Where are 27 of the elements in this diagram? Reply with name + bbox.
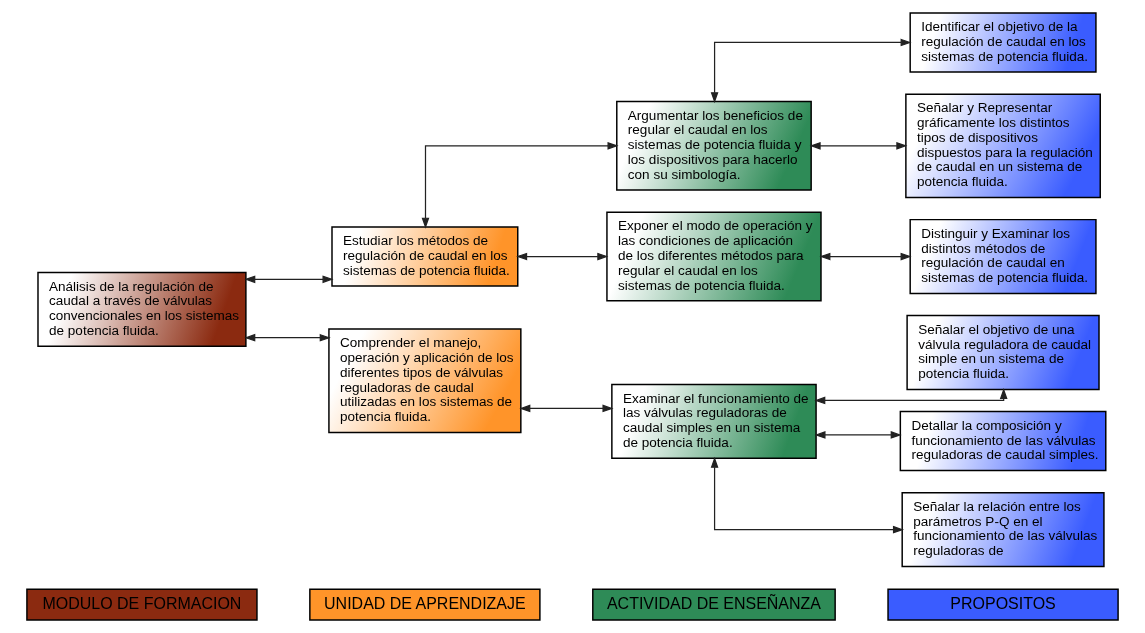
arrow	[710, 38, 912, 104]
arrow	[244, 333, 331, 342]
arrow	[814, 431, 902, 439]
node-box: Análisis de la regulación de caudal a través de válvulas convencionales en los sistemas de potencia fluida.	[37, 271, 247, 348]
node-box: Comprender el manejo, operación y aplicación de los diferentes tipos de válvulas reguladoras de caudal utilizadas en los sistemas de potencia fluida.	[328, 328, 522, 434]
node-box: Señalar la relación entre los parámetros P-Q en el funcionamiento de las válvulas reguladoras de	[901, 492, 1105, 568]
node-box: PROPOSITOS	[887, 588, 1119, 621]
arrow	[516, 252, 609, 261]
node-box: Identificar el objetivo de la regulación de caudal en los sistemas de potencia fluida.	[909, 12, 1097, 73]
node-box: MODULO DE FORMACION	[26, 588, 258, 621]
node-box: Exponer el modo de operación y las condiciones de aplicación de los diferentes métodos para regular el caudal en los sistemas de potencia fluida.	[606, 211, 822, 302]
node-box: Distinguir y Examinar los distintos métodos de regulación de caudal en sistemas de potencia fluida.	[909, 218, 1097, 295]
arrow	[421, 141, 619, 229]
arrow	[519, 404, 614, 413]
node-box: Examinar el funcionamiento de las válvulas reguladoras de caudal simples en un sistema de potencia fluida.	[611, 383, 817, 459]
node-box: Estudiar los métodos de regulación de caudal en los sistemas de potencia fluida.	[331, 226, 519, 287]
arrow	[244, 275, 334, 284]
node-box: UNIDAD DE APRENDIZAJE	[309, 588, 541, 621]
arrow	[819, 252, 912, 261]
arrow	[814, 387, 1008, 405]
node-box: ACTIVIDAD DE ENSEÑANZA	[592, 588, 836, 621]
node-box: Detallar la composición y funcionamiento de las válvulas reguladoras de caudal simples.	[899, 410, 1107, 472]
node-box: Señalar y Representar gráficamente los distintos tipos de dispositivos dispuestos para la regulación de caudal en un sistema de potencia fluida.	[905, 93, 1101, 199]
node-box: Señalar el objetivo de una válvula reguladora de caudal simple en un sistema de potencia fluida.	[906, 314, 1100, 391]
arrow	[809, 141, 908, 150]
node-box: Argumentar los beneficios de regular el caudal en los sistemas de potencia fluida y los dispositivos para hacerlo con su simbología.	[616, 100, 812, 191]
arrow	[710, 456, 905, 534]
